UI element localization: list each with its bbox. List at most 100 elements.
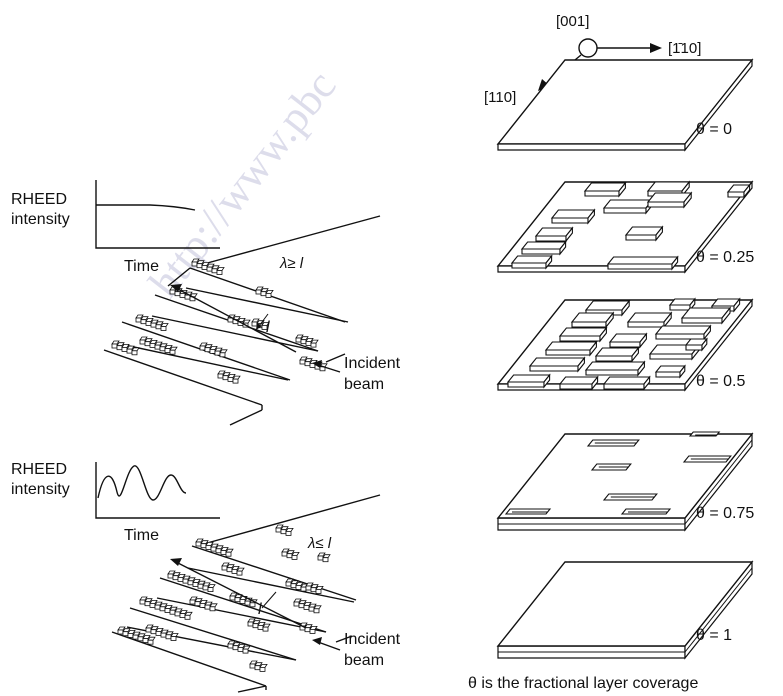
atom-cube [161, 327, 166, 331]
atom-cube [296, 338, 301, 342]
atom-cube [175, 292, 180, 296]
island [628, 322, 664, 327]
atom-cube [148, 640, 153, 644]
atom-cube [256, 287, 263, 290]
atom-cube [314, 606, 321, 609]
island [512, 263, 546, 268]
atom-cube [226, 549, 233, 552]
watermark-text: http://www.pbc [139, 62, 345, 307]
atom-cube [170, 350, 175, 354]
coverage-label-50: θ = 0.5 [696, 373, 745, 390]
atom-cube [318, 553, 325, 556]
atom-cube [211, 547, 216, 551]
atom-cube [161, 324, 168, 327]
atom-cube [220, 353, 225, 357]
island [728, 192, 744, 197]
atom-cube [221, 548, 228, 551]
atom-cube [171, 637, 176, 641]
atom-cube [165, 606, 172, 609]
atom-cube [188, 578, 195, 581]
atom-cube [311, 588, 316, 592]
atom-cube [305, 359, 312, 362]
atom-cube [155, 602, 162, 605]
atom-cube [296, 585, 301, 589]
atom-cube [233, 646, 238, 650]
atom-cube [196, 542, 201, 546]
atom-cube [138, 634, 145, 637]
atom-cube [175, 609, 182, 612]
lower-rheed-xlabel: Time [124, 527, 159, 544]
atom-cube [145, 602, 150, 606]
island [604, 377, 650, 384]
atom-cube [150, 340, 157, 343]
island [686, 345, 702, 350]
atom-cube [301, 337, 308, 340]
atom-cube [208, 585, 215, 588]
atom-cube [230, 596, 235, 600]
lower-rheed-axes [96, 462, 220, 518]
atom-cube [160, 604, 167, 607]
atom-cube [151, 320, 158, 323]
atom-cube [286, 582, 291, 586]
atom-cube [261, 292, 266, 296]
atom-cube [156, 325, 161, 329]
atom-cube [276, 528, 281, 532]
upper-beam-label-1: Incident [344, 355, 401, 372]
atom-cube [287, 554, 292, 558]
atom-cube [141, 317, 148, 320]
atom-cube [205, 348, 210, 352]
atom-cube [195, 602, 200, 606]
z-axis-circle [579, 39, 597, 57]
island [656, 326, 710, 334]
atom-cube [151, 627, 158, 630]
atom-cube [287, 551, 294, 554]
atom-cube [150, 603, 155, 607]
atom-cube [228, 374, 235, 377]
atom-cube [292, 555, 297, 559]
coverage-plate-50: θ = 0.5 [498, 299, 752, 390]
atom-cube [185, 615, 190, 619]
atom-cube [316, 589, 321, 593]
island [552, 210, 594, 218]
island [648, 202, 684, 207]
atom-cube [180, 293, 185, 297]
atom-cube [281, 530, 286, 534]
lower-condition: λ≤ l [307, 535, 332, 552]
atom-cube [205, 345, 212, 348]
atom-cube [185, 612, 192, 615]
coverage-label-75: θ = 0.75 [696, 505, 754, 522]
atom-cube [286, 531, 291, 535]
atom-cube [132, 348, 139, 351]
atom-cube [237, 571, 242, 575]
island [536, 236, 566, 241]
atom-cube [195, 599, 202, 602]
caption: θ is the fractional layer coverage [468, 675, 698, 692]
atom-cube [306, 586, 311, 590]
atom-cube [117, 346, 122, 350]
atom-cube [301, 340, 306, 344]
atom-cube [255, 663, 262, 666]
coverage-label-25: θ = 0.25 [696, 249, 754, 266]
atom-cube [140, 337, 147, 340]
atom-cube [266, 290, 273, 293]
atom-cube [314, 609, 319, 613]
atom-cube [133, 635, 138, 639]
atom-cube [170, 610, 175, 614]
atom-cube [165, 349, 170, 353]
atom-cube [223, 373, 230, 376]
atom-cube [127, 346, 134, 349]
atom-cube [233, 379, 238, 383]
atom-cube [150, 343, 155, 347]
atom-cube [170, 347, 177, 350]
island [656, 372, 680, 377]
island [522, 242, 566, 249]
atom-cube [222, 566, 227, 570]
island [572, 322, 606, 327]
atom-cube [255, 666, 260, 670]
lower-incident-arrow [312, 637, 322, 645]
coverage-label-0: θ = 0 [696, 121, 732, 138]
atom-cube [304, 605, 309, 609]
atom-cube [128, 633, 133, 637]
atom-cube [151, 630, 156, 634]
island [530, 366, 578, 371]
